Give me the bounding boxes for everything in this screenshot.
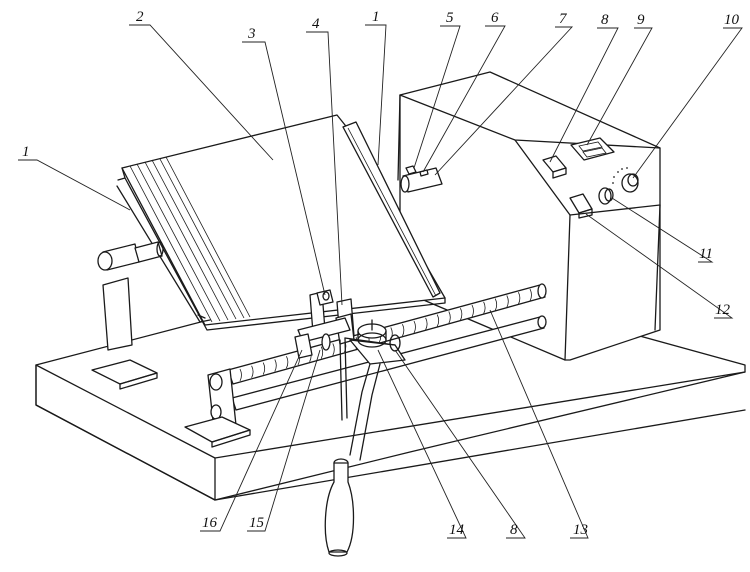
label-8-bottom: 8 xyxy=(510,522,518,538)
label-16: 16 xyxy=(202,515,218,531)
control-knob-10 xyxy=(612,167,639,193)
leader-lines xyxy=(18,24,743,539)
label-15: 15 xyxy=(249,515,265,531)
thread-mark xyxy=(471,304,474,318)
thread-mark xyxy=(529,288,532,302)
thread-mark xyxy=(425,317,428,330)
thread-mark xyxy=(320,346,324,359)
label-13: 13 xyxy=(573,522,588,538)
thread-mark xyxy=(413,320,416,334)
thread-mark xyxy=(286,356,289,369)
thread-mark xyxy=(448,311,451,324)
label-6: 6 xyxy=(491,10,499,26)
direction-switch-12 xyxy=(569,193,593,219)
label-3: 3 xyxy=(247,26,256,42)
label-8: 8 xyxy=(601,12,609,28)
part-labels: 2 3 4 1 5 6 7 8 9 10 1 11 12 16 15 14 8 … xyxy=(22,9,740,538)
label-14: 14 xyxy=(449,522,465,538)
thread-mark xyxy=(506,295,509,308)
label-11: 11 xyxy=(699,246,713,262)
thread-mark xyxy=(402,324,405,337)
thread-mark xyxy=(460,308,463,321)
power-switch-8 xyxy=(542,155,567,179)
left-motor-post xyxy=(91,241,164,390)
label-9: 9 xyxy=(637,12,645,28)
label-5: 5 xyxy=(446,10,454,26)
thread-mark xyxy=(239,368,242,382)
guide-rod xyxy=(231,315,547,411)
label-10: 10 xyxy=(724,12,740,28)
thread-mark xyxy=(274,359,277,372)
side-rail-right xyxy=(342,121,441,298)
thread-mark xyxy=(251,365,254,378)
thread-mark xyxy=(436,314,440,327)
end-bracket xyxy=(184,368,251,448)
thread-mark xyxy=(262,362,266,375)
label-12: 12 xyxy=(715,302,731,318)
label-1-left: 1 xyxy=(22,144,30,160)
indicator-lamp-11 xyxy=(598,187,614,205)
thread-mark xyxy=(332,343,335,356)
label-1-top: 1 xyxy=(372,9,380,25)
label-7: 7 xyxy=(559,11,568,27)
thread-mark xyxy=(494,298,498,311)
thread-mark xyxy=(483,301,486,314)
label-4: 4 xyxy=(312,16,320,32)
thread-mark xyxy=(518,292,521,305)
label-2: 2 xyxy=(136,9,144,25)
digital-display-9 xyxy=(570,137,615,161)
motor-7 xyxy=(400,165,443,193)
carriage xyxy=(294,289,406,421)
handle xyxy=(324,363,381,557)
